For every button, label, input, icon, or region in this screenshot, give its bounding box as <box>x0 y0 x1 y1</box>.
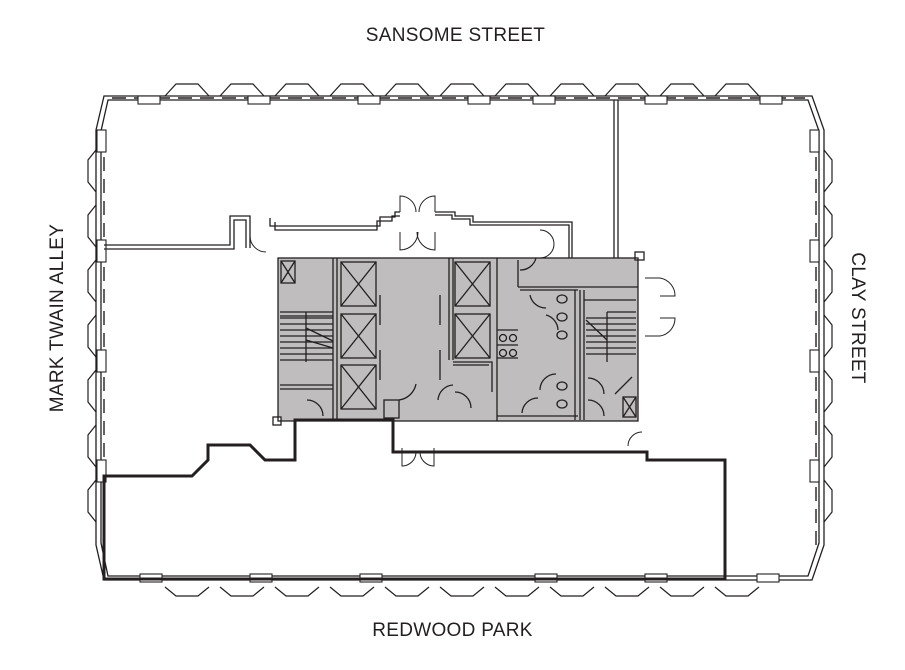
corridor-walls <box>104 100 645 426</box>
tenant-boundary <box>102 418 727 581</box>
facade-scallops-top <box>87 83 833 597</box>
street-label-top: SANSOME STREET <box>365 25 546 46</box>
elevators-left <box>340 261 400 419</box>
toilets <box>556 294 568 409</box>
doors <box>249 195 676 467</box>
exterior-wall <box>95 95 825 581</box>
shaft-box <box>280 260 296 284</box>
street-label-bottom: REDWOOD PARK <box>372 620 533 641</box>
elevators-right <box>448 258 491 360</box>
building-core <box>278 258 638 421</box>
columns <box>96 95 820 583</box>
core-walls <box>277 257 639 422</box>
